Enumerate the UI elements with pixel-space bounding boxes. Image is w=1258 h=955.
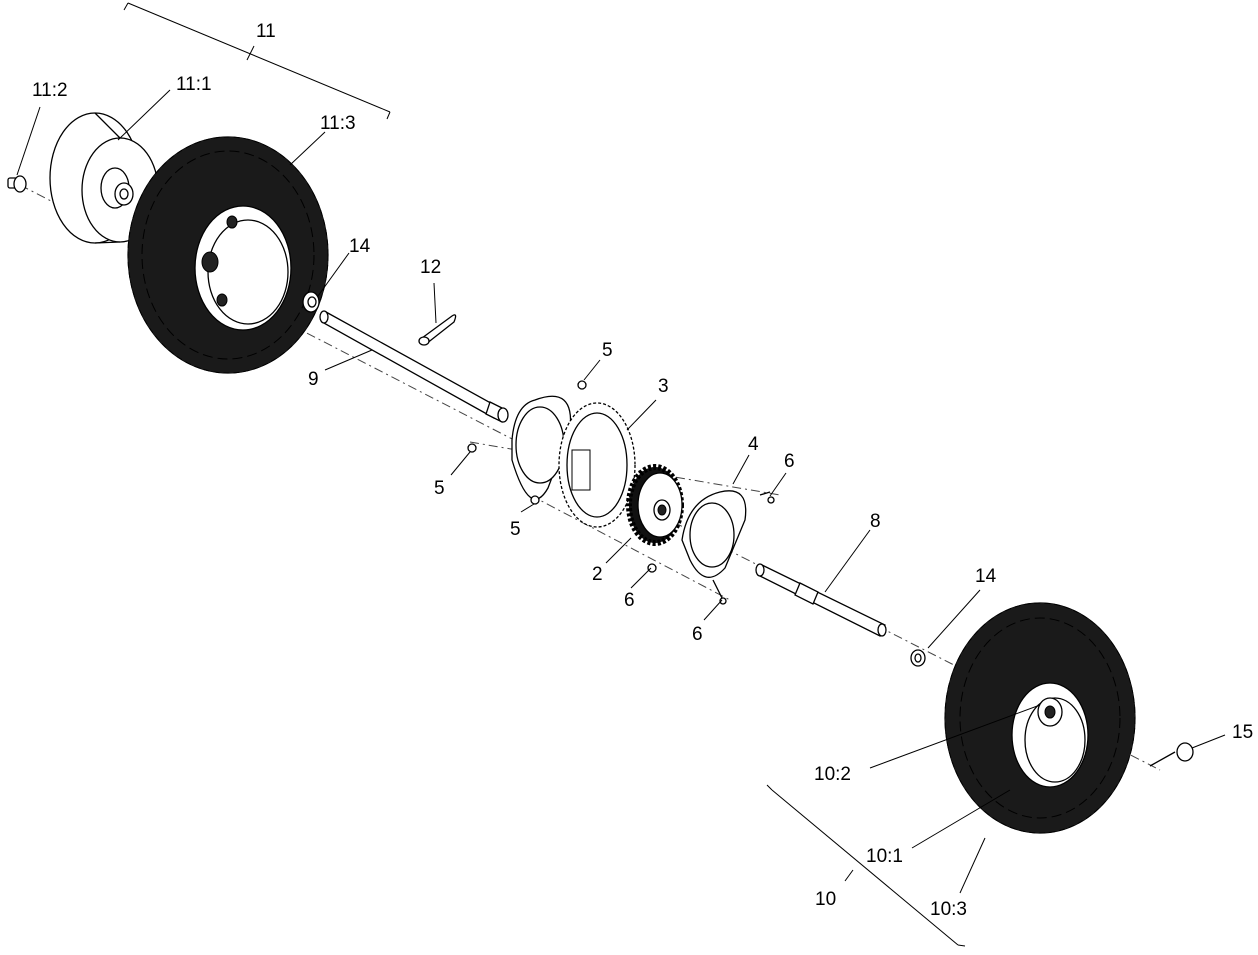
callout-10-2: 10:2 xyxy=(814,764,851,785)
hairpin-pin xyxy=(1149,742,1194,767)
callout-15: 15 xyxy=(1232,722,1253,743)
callout-11: 11 xyxy=(256,21,276,42)
callout-2: 2 xyxy=(592,564,603,585)
callout-10: 10 xyxy=(815,889,836,910)
callout-5-left: 5 xyxy=(434,478,445,499)
callout-10-1: 10:1 xyxy=(866,846,903,867)
bracket-10 xyxy=(766,784,966,947)
bolts xyxy=(712,491,775,605)
washer-right xyxy=(910,649,926,667)
callout-labels: 11 11:1 11:2 11:3 14 12 9 5 3 5 5 4 6 2 … xyxy=(32,21,1253,920)
callout-11-1: 11:1 xyxy=(176,74,212,95)
callout-14-right: 14 xyxy=(975,566,997,587)
hairpin-clip xyxy=(418,314,457,346)
washer-left xyxy=(302,291,320,313)
bracket-11 xyxy=(123,2,391,120)
callout-11-3: 11:3 xyxy=(320,113,356,134)
callout-10-3: 10:3 xyxy=(930,899,967,920)
mounting-plate-right xyxy=(681,490,747,578)
callout-11-2: 11:2 xyxy=(32,80,68,101)
callout-5-top: 5 xyxy=(602,340,613,361)
callout-6-mid: 6 xyxy=(624,590,635,611)
hex-nuts xyxy=(467,380,657,573)
callout-9: 9 xyxy=(308,369,319,390)
right-rim xyxy=(1011,682,1089,788)
callout-14-left: 14 xyxy=(349,236,371,257)
left-valve-stem xyxy=(7,175,27,193)
left-tire xyxy=(127,136,329,374)
axle-left xyxy=(319,310,509,423)
ring-gear xyxy=(558,402,636,528)
callout-6-bottom: 6 xyxy=(692,624,703,645)
callout-3: 3 xyxy=(658,376,669,397)
callout-4: 4 xyxy=(748,434,759,455)
callout-8: 8 xyxy=(870,511,881,532)
drive-gear xyxy=(626,464,684,546)
callout-6-top: 6 xyxy=(784,451,795,472)
callout-12: 12 xyxy=(420,257,441,278)
callout-5-bottom: 5 xyxy=(510,519,521,540)
leader-lines xyxy=(16,89,1226,894)
axle-right xyxy=(755,563,887,637)
